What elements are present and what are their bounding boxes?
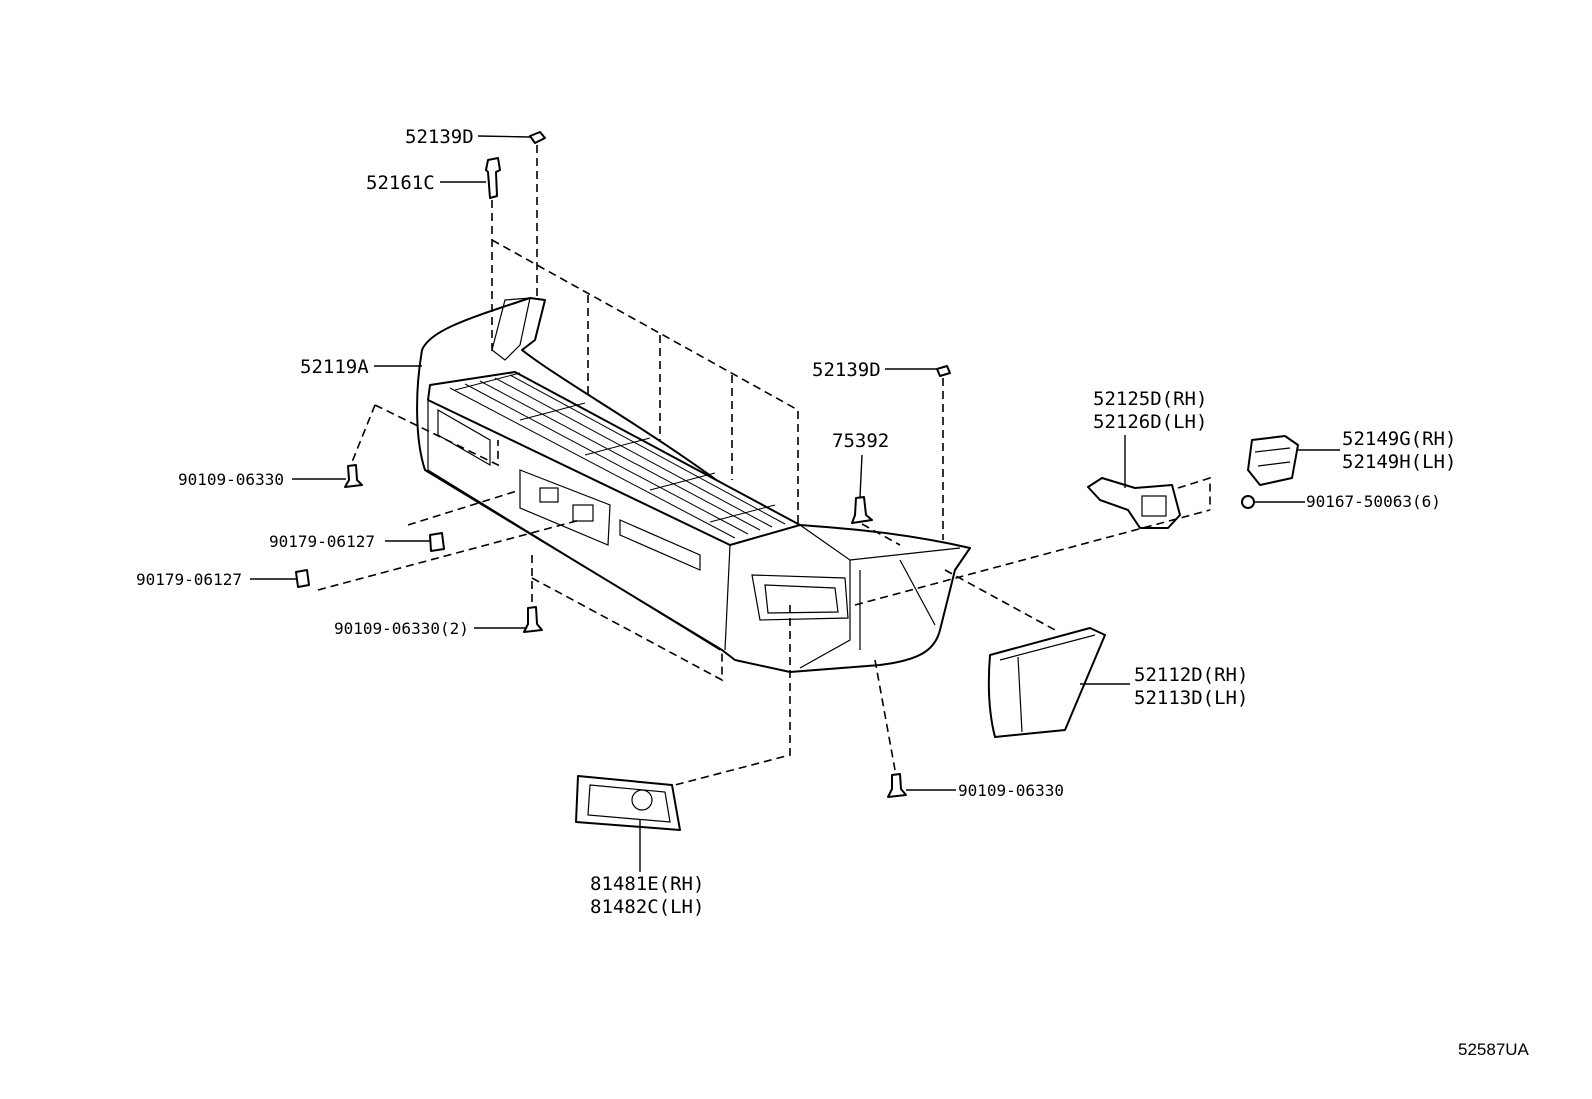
label-nut-left-2: 90179-06127 <box>136 570 242 589</box>
label-screw-bottom-right: 90109-06330 <box>958 781 1064 800</box>
diagram-reference-code: 52587UA <box>1458 1040 1530 1059</box>
assembly-lines <box>317 145 1211 786</box>
label-bezel-rh: 81481E(RH) <box>590 873 704 895</box>
fog-lamp-bezel-drawing <box>575 775 681 831</box>
label-52161c: 52161C <box>366 172 435 194</box>
label-screw-bottom-left: 90109-06330(2) <box>334 619 469 638</box>
label-75392: 75392 <box>832 430 889 452</box>
bracket-drawing <box>1247 435 1299 486</box>
bumper-cover-drawing <box>416 297 971 673</box>
leader-lines <box>250 135 1340 872</box>
label-retainer-lh: 52126D(LH) <box>1093 411 1207 433</box>
label-nut-left-1: 90179-06127 <box>269 532 375 551</box>
label-bezel-lh: 81482C(LH) <box>590 896 704 918</box>
label-extension-rh: 52112D(RH) <box>1134 664 1248 686</box>
label-bracket-lh: 52149H(LH) <box>1342 451 1456 473</box>
label-52139d-right: 52139D <box>812 359 881 381</box>
label-extension-lh: 52113D(LH) <box>1134 687 1248 709</box>
label-retainer-rh: 52125D(RH) <box>1093 388 1207 410</box>
label-52139d-top: 52139D <box>405 126 474 148</box>
label-screw-left-upper: 90109-06330 <box>178 470 284 489</box>
part-labels: 52139D 52161C 52119A 90109-06330 90179-0… <box>136 126 1530 1059</box>
label-bracket-rh: 52149G(RH) <box>1342 428 1456 450</box>
fasteners <box>295 131 1255 798</box>
retainer-drawing <box>1087 477 1181 529</box>
label-screw-right: 90167-50063(6) <box>1306 492 1441 511</box>
bumper-extension-drawing <box>987 627 1106 738</box>
label-52119a: 52119A <box>300 356 369 378</box>
